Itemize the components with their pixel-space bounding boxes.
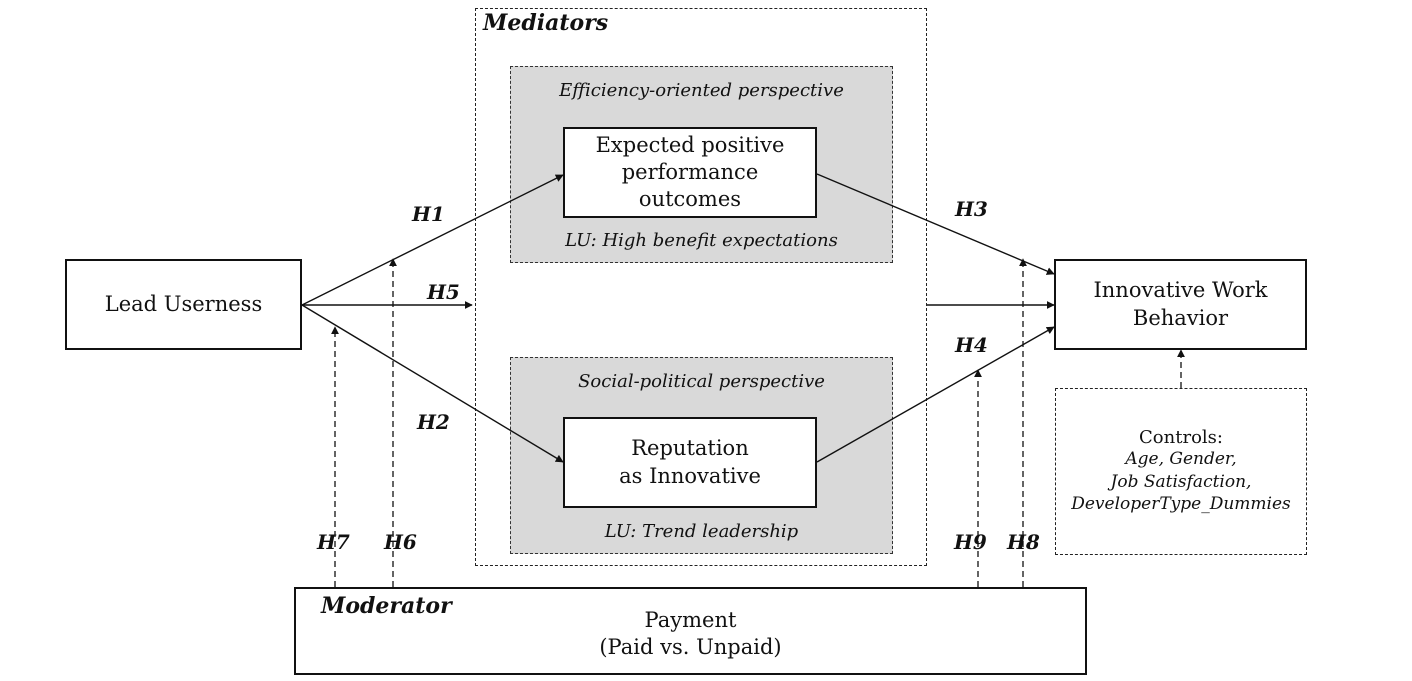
social-panel-title: Social-political perspective (578, 371, 825, 392)
controls-items: Age, Gender, Job Satisfaction, Developer… (1071, 448, 1291, 515)
h8-label: H8 (1007, 530, 1040, 554)
h7-label: H7 (317, 530, 350, 554)
social-panel-footer: LU: Trend leadership (604, 521, 799, 542)
controls-box: Controls: Age, Gender, Job Satisfaction,… (1055, 388, 1307, 555)
h9-label: H9 (954, 530, 987, 554)
mediators-label: Mediators (483, 10, 609, 36)
h2-label: H2 (417, 410, 450, 434)
h6-label: H6 (384, 530, 417, 554)
controls-title: Controls: (1139, 426, 1223, 448)
efficiency-panel-footer: LU: High benefit expectations (565, 230, 838, 251)
h5-label: H5 (427, 280, 460, 304)
moderator-label: Moderator (321, 593, 452, 619)
innovative-work-behavior-box: Innovative Work Behavior (1054, 259, 1307, 350)
h4-label: H4 (955, 333, 988, 357)
lead-userness-box: Lead Userness (65, 259, 302, 350)
payment-moderator-box: Payment (Paid vs. Unpaid) (294, 587, 1087, 675)
reputation-innovative-box: Reputation as Innovative (563, 417, 817, 508)
efficiency-panel-title: Efficiency-oriented perspective (559, 80, 844, 101)
h3-label: H3 (955, 197, 988, 221)
expected-performance-outcomes-box: Expected positive performance outcomes (563, 127, 817, 218)
h1-label: H1 (412, 202, 445, 226)
